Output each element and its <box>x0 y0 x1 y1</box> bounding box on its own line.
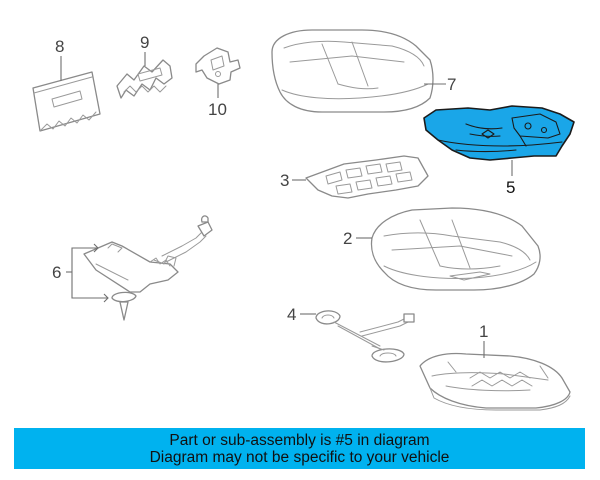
callout-5: 5 <box>506 178 515 197</box>
info-banner: Part or sub-assembly is #5 in diagram Di… <box>14 428 585 469</box>
banner-line-2: Diagram may not be specific to your vehi… <box>149 449 450 466</box>
part-4-cable <box>315 310 415 363</box>
part-10-bracket <box>195 47 241 85</box>
part-1-seat-frame <box>419 352 571 411</box>
banner-line-1: Part or sub-assembly is #5 in diagram <box>169 432 430 449</box>
leader-6-arrow-bottom <box>103 293 109 303</box>
part-5-highlighted <box>423 105 575 161</box>
leader-6 <box>71 247 108 299</box>
leader-6-arrow-top <box>93 243 99 253</box>
callout-10: 10 <box>208 100 227 119</box>
callout-1: 1 <box>479 322 488 341</box>
callout-8: 8 <box>55 37 64 56</box>
callout-9: 9 <box>140 33 149 52</box>
part-8-bracket <box>32 71 101 132</box>
callout-6: 6 <box>52 263 61 282</box>
part-2-cushion-cover <box>370 207 541 291</box>
callout-4: 4 <box>287 305 296 324</box>
part-6-lever-assembly <box>83 215 213 321</box>
callout-2: 2 <box>343 229 352 248</box>
part-3-heater-mat <box>305 155 429 199</box>
callout-3: 3 <box>280 171 289 190</box>
part-9-spring <box>116 59 173 99</box>
callout-7: 7 <box>447 75 456 94</box>
part-7-cushion-pad <box>271 29 434 113</box>
